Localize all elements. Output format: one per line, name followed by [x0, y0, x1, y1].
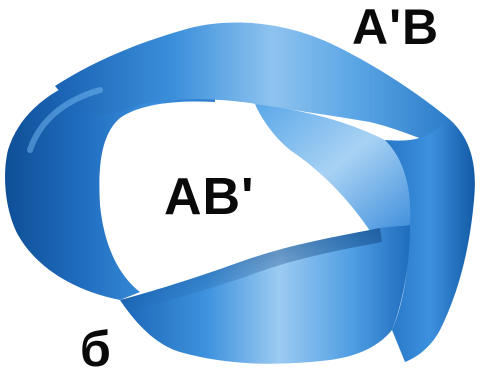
- figure-letter-label: б: [80, 324, 111, 374]
- label-inner-side: AB': [164, 171, 254, 223]
- label-outer-side: A'B: [352, 2, 439, 52]
